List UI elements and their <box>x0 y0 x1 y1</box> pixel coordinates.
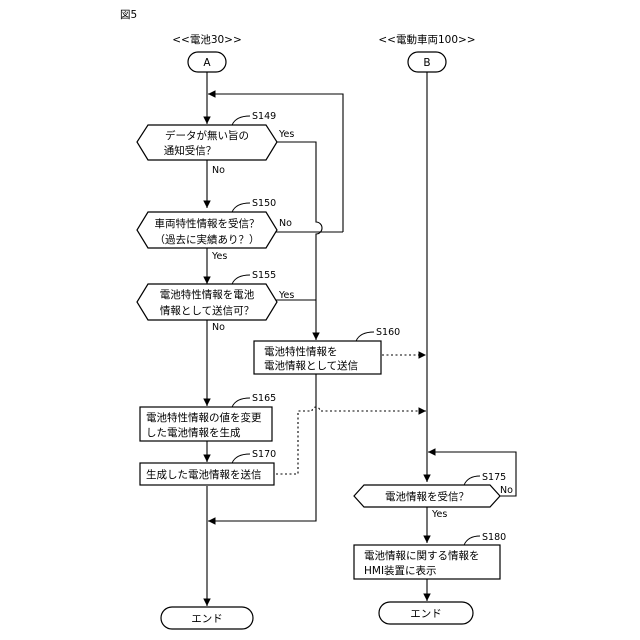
s155-id: S155 <box>252 270 276 281</box>
s175-id: S175 <box>482 472 506 483</box>
s149-callout <box>232 116 250 125</box>
connector-a-label: A <box>203 57 211 69</box>
s175-callout <box>464 476 480 485</box>
s180-id: S180 <box>482 532 506 543</box>
s160-callout <box>356 332 374 341</box>
connector-b-label: B <box>423 57 430 69</box>
s150-line2: （過去に実績あり？） <box>155 233 260 246</box>
s149-yes-label: Yes <box>278 129 294 140</box>
transmission-s170 <box>276 407 426 474</box>
s150-line1: 車両特性情報を受信？ <box>155 217 260 230</box>
s180-callout <box>464 536 480 545</box>
s155-callout <box>232 275 250 284</box>
left-end-label: エンド <box>191 613 223 625</box>
s149-line2: 通知受信？ <box>164 144 217 157</box>
s175-no-label: No <box>500 485 513 496</box>
s160-line1: 電池特性情報を <box>264 345 338 358</box>
s165-line2: した電池情報を生成 <box>146 426 241 439</box>
s149-line1: データが無い旨の <box>165 129 249 142</box>
s170-line1: 生成した電池情報を送信 <box>146 468 262 481</box>
s155-yes-label: Yes <box>278 290 294 301</box>
s160-id: S160 <box>376 327 400 338</box>
s180-line2: HMI装置に表示 <box>364 564 437 577</box>
flow-s149-yes <box>276 142 322 340</box>
s160-line2: 電池情報として送信 <box>264 359 358 372</box>
s170-callout <box>232 454 250 463</box>
s180-line1: 電池情報に関する情報を <box>364 549 480 562</box>
s155-line2: 情報として送信可？ <box>160 304 254 317</box>
s170-id: S170 <box>252 449 276 460</box>
s165-id: S165 <box>252 393 276 404</box>
s165-line1: 電池特性情報の値を変更 <box>146 411 262 424</box>
s149-id: S149 <box>252 111 276 122</box>
s175-line1: 電池情報を受信？ <box>385 490 469 503</box>
s150-id: S150 <box>252 198 276 209</box>
s175-yes-label: Yes <box>431 509 447 520</box>
s150-no-label: No <box>279 218 292 229</box>
s149-no-label: No <box>212 165 225 176</box>
s150-yes-label: Yes <box>211 251 227 262</box>
figure-label: 図5 <box>120 9 137 21</box>
lane-title-vehicle: <<電動車両100>> <box>378 33 475 46</box>
lane-title-battery: <<電池30>> <box>172 33 242 46</box>
right-end-label: エンド <box>410 608 442 620</box>
s155-line1: 電池特性情報を電池 <box>160 288 255 301</box>
s150-callout <box>232 203 250 212</box>
s155-no-label: No <box>212 322 225 333</box>
s165-callout <box>232 398 250 407</box>
